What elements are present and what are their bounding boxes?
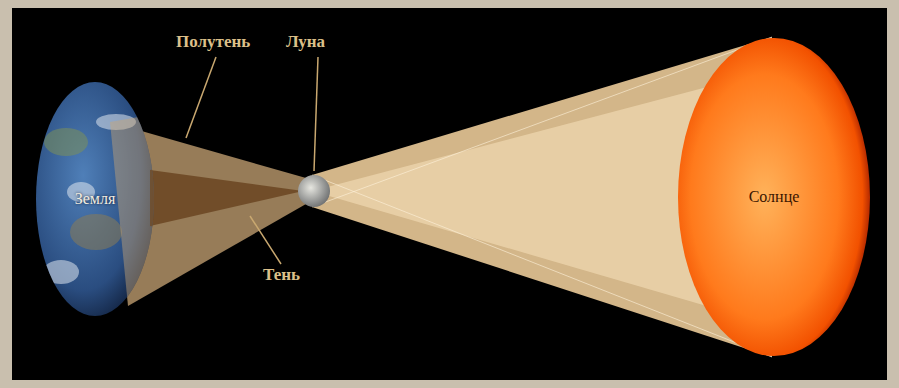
leader-line	[314, 57, 318, 171]
sun-disc: Солнце	[678, 38, 870, 356]
node-label: Солнце	[749, 188, 800, 206]
moon-disc	[298, 175, 330, 207]
penumbra-on-earth	[110, 112, 166, 312]
umbra-cone	[150, 170, 303, 226]
earth-surface	[43, 260, 79, 284]
sun-outline	[678, 38, 870, 356]
umbra-label: Тень	[263, 265, 300, 285]
moon-label: Луна	[286, 32, 325, 52]
night-ground	[12, 8, 887, 380]
earth-surface	[70, 214, 122, 250]
umbra-on-earth	[150, 168, 166, 228]
leader-line	[250, 216, 281, 264]
leader-line	[186, 57, 216, 138]
earth-globe: Земля	[36, 82, 154, 316]
penumbra-label: Полутень	[176, 32, 250, 52]
node-label: Земля	[75, 190, 116, 208]
earth-surface	[44, 128, 88, 156]
